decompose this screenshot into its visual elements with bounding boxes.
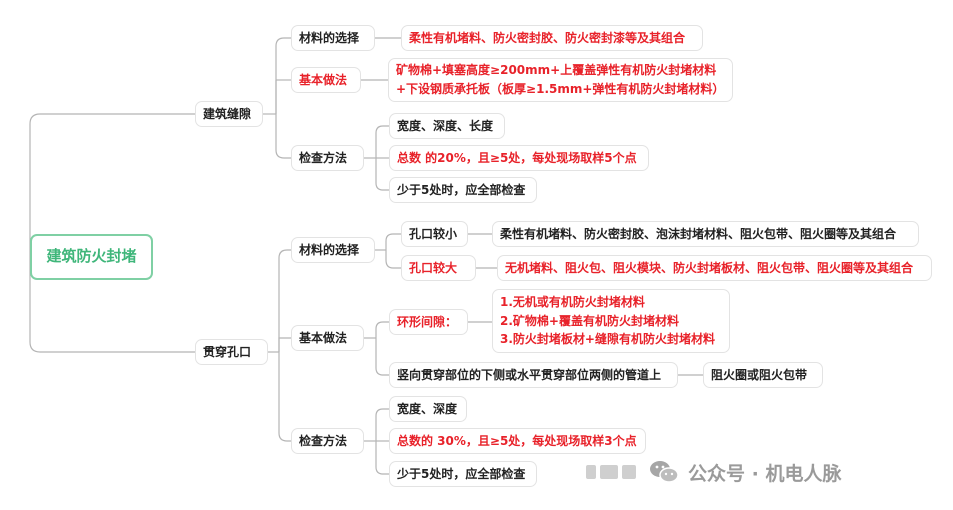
root-node[interactable]: 建筑防火封堵 [30, 234, 153, 280]
inspection-item[interactable]: 总数的 30%，且≥5处，每处现场取样3个点 [389, 428, 646, 454]
blurred-logo [586, 465, 640, 479]
basic-method-line: +下设钢质承托板（板厚≥1.5mm+弹性有机防火封堵材料） [396, 82, 725, 96]
inspection-item[interactable]: 总数 的20%，且≥5处，每处现场取样5个点 [389, 145, 649, 171]
inspection-item[interactable]: 少于5处时，应全部检查 [389, 177, 537, 203]
wechat-icon [650, 461, 679, 483]
group-basic-method[interactable]: 基本做法 [291, 325, 364, 351]
ring-gap-label[interactable]: 环形间隙： [389, 309, 468, 335]
pipe-protection[interactable]: 阻火圈或阻火包带 [703, 362, 823, 388]
group-inspection-method[interactable]: 检查方法 [291, 145, 364, 171]
group-basic-method[interactable]: 基本做法 [291, 67, 361, 93]
inspection-item[interactable]: 宽度、深度 [389, 396, 467, 422]
group-inspection-method[interactable]: 检查方法 [291, 428, 364, 454]
pipe-location[interactable]: 竖向贯穿部位的下侧或水平贯穿部位两侧的管道上 [389, 362, 678, 388]
ring-gap-option: 1.无机或有机防火封堵材料 [500, 295, 645, 310]
inspection-item[interactable]: 宽度、深度、长度 [389, 113, 505, 139]
ring-gap-option: 3.防火封堵板材+缝隙有机防火封堵材料 [500, 332, 715, 347]
watermark-text: 公众号 · 机电人脉 [688, 462, 842, 485]
section-building-gap[interactable]: 建筑缝隙 [195, 101, 263, 127]
ring-gap-option: 2.矿物棉+覆盖有机防火封堵材料 [500, 313, 679, 328]
group-material-selection[interactable]: 材料的选择 [291, 25, 375, 51]
large-opening-material[interactable]: 无机堵料、阻火包、阻火模块、防火封堵板材、阻火包带、阻火圈等及其组合 [497, 255, 932, 281]
large-opening-label[interactable]: 孔口较大 [401, 255, 476, 281]
small-opening-material[interactable]: 柔性有机堵料、防火密封胶、泡沫封堵材料、阻火包带、阻火圈等及其组合 [492, 221, 919, 247]
basic-method-item[interactable]: 矿物棉+填塞高度≥200mm+上覆盖弹性有机防火封堵材料 +下设钢质承托板（板厚… [388, 58, 733, 102]
basic-method-line: 矿物棉+填塞高度≥200mm+上覆盖弹性有机防火封堵材料 [396, 63, 717, 78]
ring-gap-options[interactable]: 1.无机或有机防火封堵材料 2.矿物棉+覆盖有机防火封堵材料 3.防火封堵板材+… [492, 289, 730, 353]
section-penetration-opening[interactable]: 贯穿孔口 [195, 339, 268, 365]
group-material-selection[interactable]: 材料的选择 [291, 237, 375, 263]
small-opening-label[interactable]: 孔口较小 [401, 221, 468, 247]
inspection-item[interactable]: 少于5处时，应全部检查 [389, 461, 537, 487]
material-item[interactable]: 柔性有机堵料、防火密封胶、防火密封漆等及其组合 [401, 25, 703, 51]
watermark: 公众号 · 机电人脉 [586, 458, 841, 486]
